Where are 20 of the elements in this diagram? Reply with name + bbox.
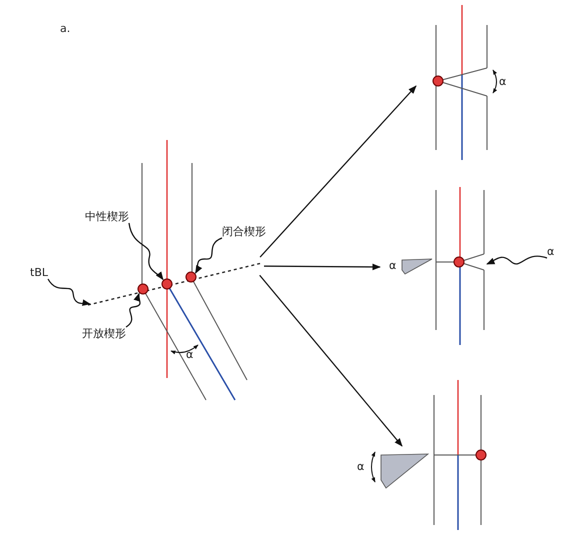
text-label: 闭合楔形 [222,226,266,237]
leader-line [486,256,548,265]
arrow [259,274,403,447]
angle-symbol: α [499,76,506,87]
angle-symbol: α [357,461,364,472]
leader-line [126,292,141,328]
text-label: 开放楔形 [82,328,126,339]
arrow [260,85,417,258]
angle-symbol: α [389,260,396,271]
arrow [264,264,381,270]
text-label: tBL [30,267,48,278]
wedge-diagram-drawing [402,187,484,345]
angle-symbol: α [186,349,194,360]
text-label: α [547,246,554,257]
wedge-diagram-drawing [371,380,486,530]
leader-line [195,237,222,274]
leader-line [48,278,91,306]
panel-letter: a. [60,23,70,34]
wedge-diagram-drawing [432,5,497,160]
leader-line [128,222,164,280]
